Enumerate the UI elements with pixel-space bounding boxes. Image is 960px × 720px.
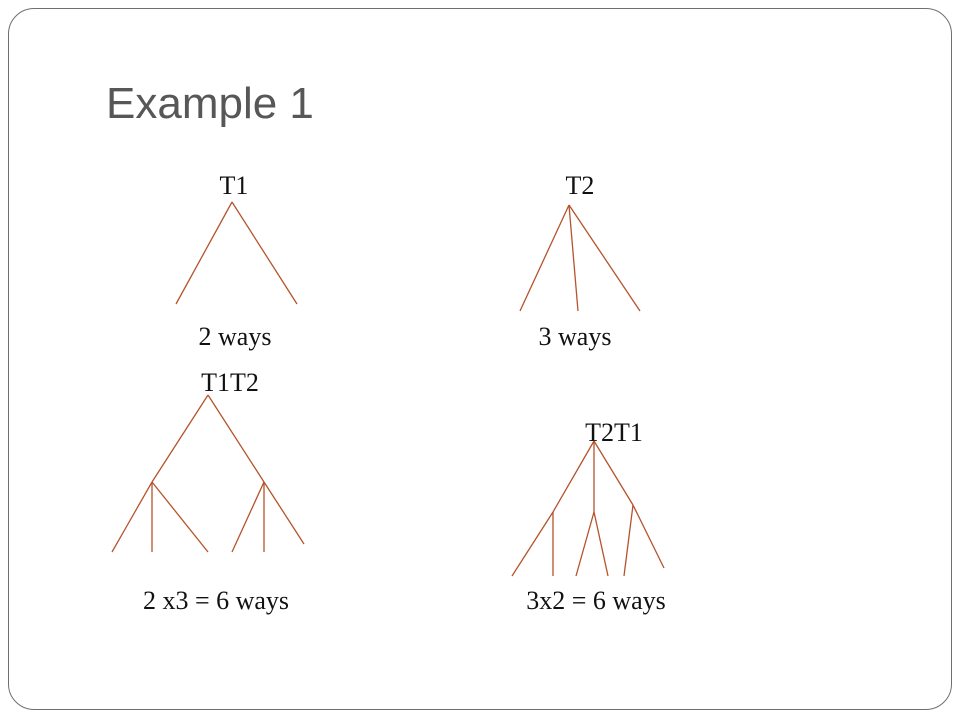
tree-t1-caption: 2 ways (199, 322, 272, 351)
tree-t1t2-sub-branch (111, 481, 153, 553)
tree-t1t2-label: T1T2 (201, 368, 259, 397)
tree-t2t1-sub-branch (632, 504, 665, 569)
tree-t1t2-caption: 2 x3 = 6 ways (143, 586, 289, 615)
tree-t2-branch (519, 204, 570, 312)
tree-t2t1-sub-branch (593, 511, 609, 577)
tree-t2-label: T2 (566, 171, 595, 200)
tree-t2-branch (568, 204, 579, 312)
tree-t1t2-branch (151, 394, 209, 483)
tree-t1t2-sub-branch (231, 481, 265, 553)
tree-t2t1-sub-branch (511, 511, 554, 577)
tree-t2t1-branch (593, 440, 634, 506)
tree-t2t1-sub-branch (623, 504, 634, 577)
tree-t1-branch (175, 201, 233, 305)
slide-frame (8, 8, 952, 710)
tree-t2t1: T2T1 3x2 = 6 ways (511, 418, 666, 615)
tree-t1t2: T1T2 2 x3 = 6 ways (111, 368, 305, 615)
slide-title: Example 1 (106, 79, 314, 128)
tree-t1t2-branch (207, 394, 265, 483)
tree-t2-caption: 3 ways (539, 322, 612, 351)
tree-t1: T1 2 ways (175, 171, 298, 351)
tree-t2t1-caption: 3x2 = 6 ways (526, 586, 666, 615)
tree-t2-branch (568, 204, 641, 312)
tree-t2: T2 3 ways (519, 171, 641, 351)
tree-t1t2-sub-branch (263, 481, 305, 545)
tree-t2t1-branch (552, 440, 595, 513)
tree-t1-label: T1 (220, 171, 249, 200)
tree-t1t2-sub-branch (151, 481, 209, 553)
tree-t2t1-sub-branch (575, 511, 595, 577)
tree-t1-branch (231, 201, 298, 305)
